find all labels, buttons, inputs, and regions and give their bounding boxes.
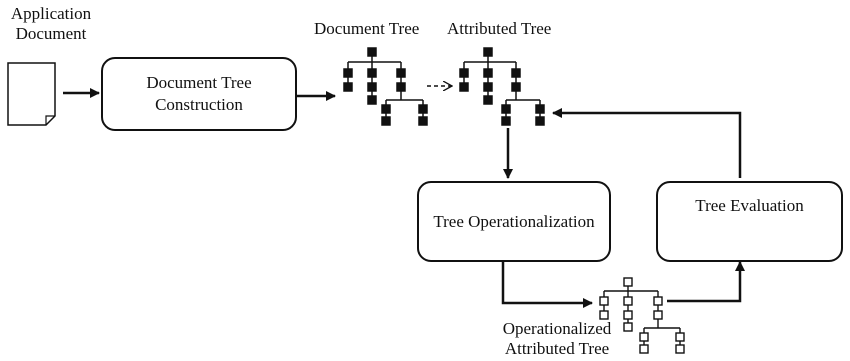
- document-tree-construction-box: Document Tree Construction: [101, 57, 297, 131]
- construction-box-line2: Construction: [155, 95, 243, 114]
- application-document-label: Application Document: [6, 4, 96, 44]
- arrow-operationalization-to-optree: [501, 262, 593, 308]
- operationalized-tree-icon: [599, 277, 685, 354]
- construction-box-line1: Document Tree: [146, 73, 252, 92]
- evaluation-box-label: Tree Evaluation: [695, 196, 804, 215]
- operationalization-box-line1: Tree: [433, 211, 464, 231]
- attributed-tree-label: Attributed Tree: [447, 19, 552, 38]
- application-document-label-line2: Document: [15, 24, 87, 43]
- operationalized-attributed-tree-label: Operationalized Attributed Tree: [492, 319, 622, 359]
- operationalized-label-line1: Operationalized: [502, 319, 612, 338]
- arrow-evaluation-to-attributed: [552, 108, 742, 178]
- arrow-optree-to-evaluation: [667, 261, 745, 303]
- document-page-icon: [7, 62, 56, 126]
- application-document-label-line1: Application: [10, 4, 92, 23]
- document-tree-label: Document Tree: [314, 19, 420, 38]
- tree-operationalization-box: Tree Operationalization: [417, 181, 611, 262]
- operationalization-box-line2: Operationalization: [468, 211, 595, 231]
- document-tree-icon: [343, 47, 428, 126]
- tree-evaluation-box: Tree Evaluation: [656, 181, 843, 262]
- attributed-tree-icon: [459, 47, 545, 126]
- operationalized-label-line2: Attributed Tree: [504, 339, 610, 358]
